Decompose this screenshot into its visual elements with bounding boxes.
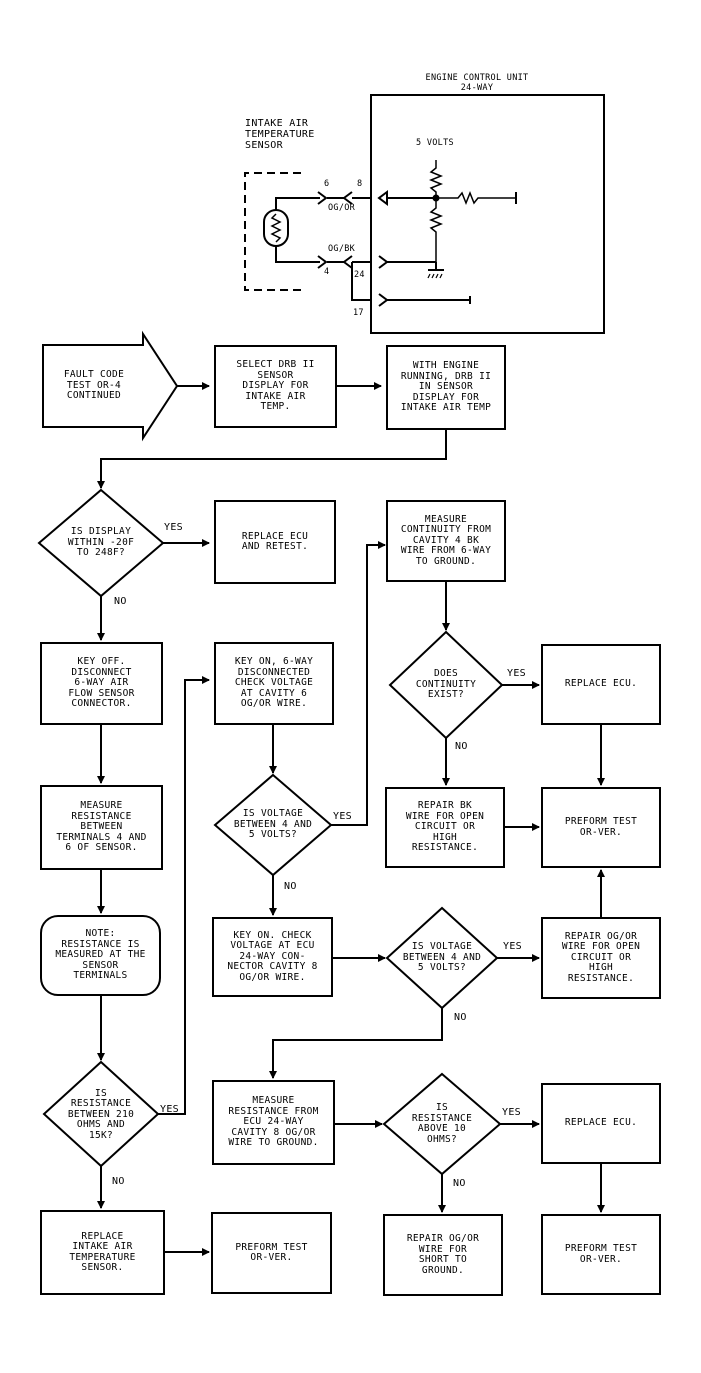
repair-og-or-short-box: REPAIR OG/OR WIRE FOR SHORT TO GROUND. — [383, 1214, 503, 1296]
wiring-schematic — [244, 94, 605, 334]
yes-label-voltage-2: YES — [503, 941, 522, 952]
no-label-continuity: NO — [455, 741, 468, 752]
yes-label-continuity: YES — [507, 668, 526, 679]
pin-17-label: 17 — [353, 308, 364, 318]
measure-terminals-box: MEASURE RESISTANCE BETWEEN TERMINALS 4 A… — [40, 785, 163, 870]
ecu-subtitle: 24-WAY — [460, 83, 494, 93]
wire-og-bk-label: OG/BK — [328, 244, 356, 254]
measure-continuity-box: MEASURE CONTINUITY FROM CAVITY 4 BK WIRE… — [386, 500, 506, 582]
engine-running-box: WITH ENGINE RUNNING, DRB II IN SENSOR DI… — [386, 345, 506, 430]
perform-test-box-1: PREFORM TEST OR-VER. — [541, 787, 661, 868]
no-label-voltage-1: NO — [284, 881, 297, 892]
start-label: FAULT CODE TEST OR-4 CONTINUED — [63, 369, 125, 402]
pin-8-label: 8 — [357, 179, 363, 189]
repair-og-or-open-box: REPAIR OG/OR WIRE FOR OPEN CIRCUIT OR HI… — [541, 917, 661, 999]
resistance-above-question: IS RESISTANCE ABOVE 10 OHMS? — [411, 1102, 473, 1145]
continuity-question: DOES CONTINUITY EXIST? — [415, 668, 477, 701]
voltage-question-1: IS VOLTAGE BETWEEN 4 AND 5 VOLTS? — [233, 808, 313, 841]
note-box: NOTE: RESISTANCE IS MEASURED AT THE SENS… — [40, 915, 161, 996]
pin-24-label: 24 — [354, 270, 365, 280]
yes-label-resistance-range: YES — [160, 1104, 179, 1115]
no-label-resistance-range: NO — [112, 1176, 125, 1187]
volts-label: 5 VOLTS — [416, 138, 454, 148]
no-label-voltage-2: NO — [454, 1012, 467, 1023]
replace-ecu-box-2: REPLACE ECU. — [541, 1083, 661, 1164]
no-label-display: NO — [114, 596, 127, 607]
sensor-label: INTAKE AIR TEMPERATURE SENSOR — [245, 118, 315, 151]
no-label-resistance-above: NO — [453, 1178, 466, 1189]
key-on-check-box: KEY ON. CHECK VOLTAGE AT ECU 24-WAY CON-… — [212, 917, 333, 997]
resistance-range-question: IS RESISTANCE BETWEEN 210 OHMS AND 15K? — [67, 1087, 135, 1141]
ecu-box — [370, 94, 605, 334]
perform-test-box-2: PREFORM TEST OR-VER. — [211, 1212, 332, 1294]
display-range-question: IS DISPLAY WITHIN -20F TO 248F? — [67, 526, 135, 559]
sensor-dashed-box — [244, 172, 301, 291]
yes-label-voltage-1: YES — [333, 811, 352, 822]
ecu-title: ENGINE CONTROL UNIT — [425, 73, 529, 83]
pin-4-label: 4 — [324, 267, 330, 277]
replace-sensor-box: REPLACE INTAKE AIR TEMPERATURE SENSOR. — [40, 1210, 165, 1295]
pin-6-label: 6 — [324, 179, 330, 189]
select-drb-box: SELECT DRB II SENSOR DISPLAY FOR INTAKE … — [214, 345, 337, 428]
measure-resistance-ecu-box: MEASURE RESISTANCE FROM ECU 24-WAY CAVIT… — [212, 1080, 335, 1165]
perform-test-box-3: PREFORM TEST OR-VER. — [541, 1214, 661, 1295]
yes-label-resistance-above: YES — [502, 1107, 521, 1118]
repair-bk-box: REPAIR BK WIRE FOR OPEN CIRCUIT OR HIGH … — [385, 787, 505, 868]
replace-ecu-box-1: REPLACE ECU. — [541, 644, 661, 725]
wire-og-or-label: OG/OR — [328, 203, 356, 213]
yes-label-display: YES — [164, 522, 183, 533]
start-arrow-shape — [42, 330, 179, 442]
replace-retest-box: REPLACE ECU AND RETEST. — [214, 500, 336, 584]
key-off-box: KEY OFF. DISCONNECT 6-WAY AIR FLOW SENSO… — [40, 642, 163, 725]
voltage-question-2: IS VOLTAGE BETWEEN 4 AND 5 VOLTS? — [402, 941, 482, 974]
key-on-6way-box: KEY ON, 6-WAY DISCONNECTED CHECK VOLTAGE… — [214, 642, 334, 725]
